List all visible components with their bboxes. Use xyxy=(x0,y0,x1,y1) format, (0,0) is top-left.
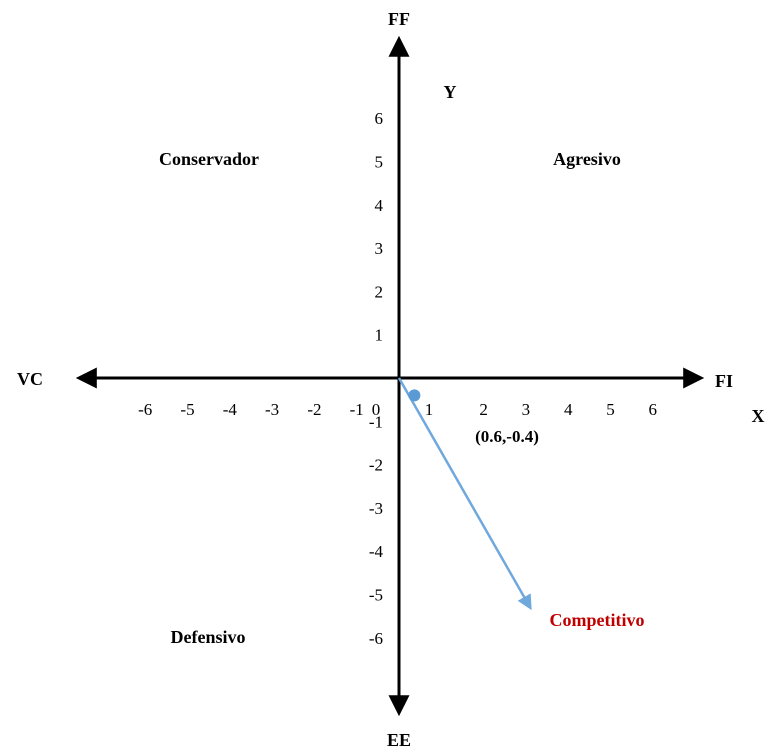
axis-name-y: Y xyxy=(444,82,457,102)
quadrant-label-conservative: Conservador xyxy=(159,149,259,169)
x-tick-labels: -6 -5 -4 -3 -2 -1 0 1 2 3 4 5 6 xyxy=(138,400,657,419)
x-tick-label: -2 xyxy=(307,400,321,419)
point-coordinate-label: (0.6,-0.4) xyxy=(475,427,539,446)
quadrant-label-defensive: Defensivo xyxy=(171,627,246,647)
x-tick-label: 3 xyxy=(522,400,531,419)
x-tick-label: -6 xyxy=(138,400,152,419)
x-tick-label: 6 xyxy=(649,400,658,419)
x-tick-label: 2 xyxy=(479,400,488,419)
y-tick-label: 1 xyxy=(375,326,384,345)
y-tick-label: 3 xyxy=(375,239,384,258)
y-tick-label: 6 xyxy=(375,109,384,128)
y-tick-label: -2 xyxy=(369,456,383,475)
x-tick-label: 5 xyxy=(606,400,615,419)
plot-layer xyxy=(397,377,532,611)
y-tick-label: -1 xyxy=(369,412,383,431)
axis-name-x: X xyxy=(752,406,765,426)
y-tick-labels: 6 5 4 3 2 1 -1 -2 -3 -4 -5 -6 xyxy=(369,109,384,648)
y-tick-label: -4 xyxy=(369,542,384,561)
x-tick-label: -1 xyxy=(350,400,364,419)
competitive-vector xyxy=(397,377,532,611)
data-point xyxy=(408,389,421,402)
quadrant-label-aggressive: Agresivo xyxy=(553,149,621,169)
y-tick-label: 5 xyxy=(375,153,384,172)
y-tick-label: -5 xyxy=(369,586,383,605)
axis-label-top: FF xyxy=(388,9,410,29)
y-tick-label: 4 xyxy=(375,196,384,215)
axis-label-right: FI xyxy=(715,371,733,391)
quadrant-label-competitive: Competitivo xyxy=(550,610,645,630)
x-tick-label: 0 xyxy=(372,400,381,419)
axis-label-left: VC xyxy=(17,369,43,389)
y-tick-label: -6 xyxy=(369,629,383,648)
x-tick-label: -4 xyxy=(223,400,238,419)
axis-label-bottom: EE xyxy=(387,730,411,750)
y-tick-label: -3 xyxy=(369,499,383,518)
x-tick-label: 4 xyxy=(564,400,573,419)
x-tick-label: 1 xyxy=(425,400,434,419)
y-tick-label: 2 xyxy=(375,282,384,301)
x-tick-label: -5 xyxy=(180,400,194,419)
x-tick-label: -3 xyxy=(265,400,279,419)
